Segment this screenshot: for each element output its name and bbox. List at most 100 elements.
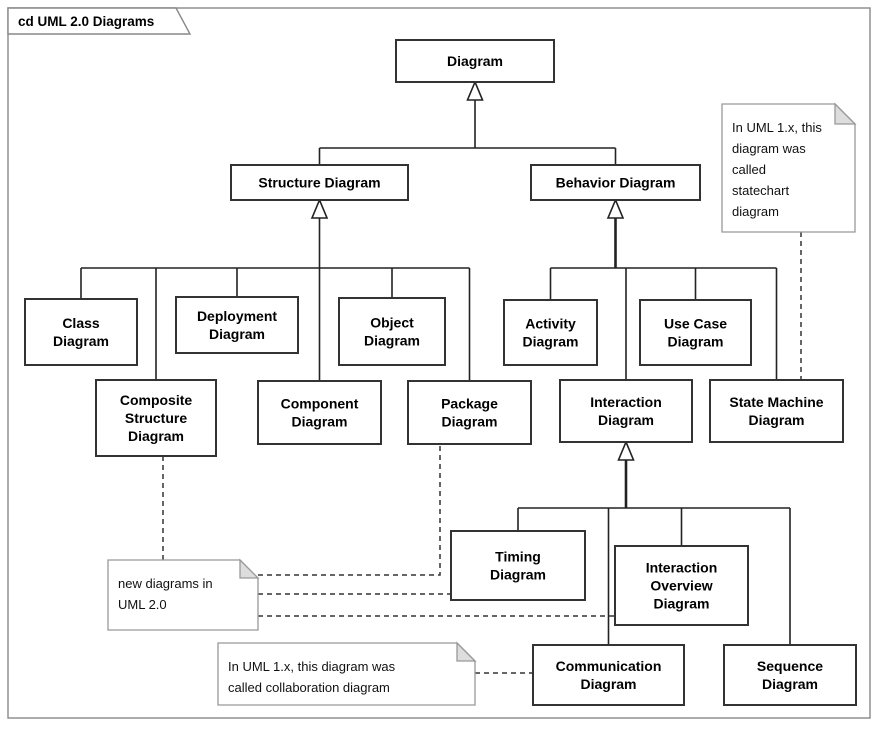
notes: In UML 1.x, this diagram was called statech… [107,102,857,706]
class-box-behavior[interactable] [530,164,701,201]
class-node-structure[interactable]: Structure Diagram [230,164,409,201]
class-label-overview: Overview [650,578,712,594]
class-label-statemachine: State Machine [729,394,823,410]
class-label-overview: Interaction [646,560,718,576]
generalization-arrowhead [310,197,329,219]
note-statechart-line: diagram was [732,141,806,156]
class-label-composite: Structure [125,410,187,426]
generalization-connectors [80,79,791,645]
class-box-diagram[interactable] [395,39,555,83]
class-node-diagram[interactable]: Diagram [395,39,555,83]
class-label-interaction: Interaction [590,394,662,410]
note-new-uml2-line: new diagrams in [118,576,213,591]
class-box-class[interactable] [24,298,138,366]
class-box-composite[interactable] [95,379,217,457]
note-collaboration-line: called collaboration diagram [228,680,390,695]
note-collaboration-fold-corner [456,641,477,662]
note-statechart-line: statechart [732,183,789,198]
class-label-structure: Structure Diagram [258,175,380,191]
class-label-communication: Communication [556,658,662,674]
generalization-arrowhead [617,439,635,461]
note-new-uml2-fold-corner [239,558,260,579]
class-box-usecase[interactable] [639,299,752,366]
class-box-communication[interactable] [532,644,685,706]
class-label-statemachine: Diagram [748,412,804,428]
note-new-uml2-line: UML 2.0 [118,597,167,612]
class-label-diagram: Diagram [447,53,503,69]
class-label-composite: Composite [120,392,193,408]
class-label-activity: Activity [525,316,576,332]
class-label-sequence: Sequence [757,658,823,674]
class-box-package[interactable] [407,380,532,445]
class-box-interaction[interactable] [559,379,693,443]
note-statechart-line: In UML 1.x, this [732,120,822,135]
frame-title-tab [7,7,192,35]
class-box-timing[interactable] [450,530,586,601]
note-statechart-fold-corner [834,102,857,125]
class-label-component: Component [281,396,359,412]
class-box-component[interactable] [257,380,382,445]
class-box-activity[interactable] [503,299,598,366]
class-label-timing: Timing [495,549,541,565]
note-new-uml2-body[interactable] [107,559,259,631]
frame-border [7,7,871,719]
class-label-usecase: Diagram [667,334,723,350]
class-label-activity: Diagram [522,334,578,350]
class-label-object: Diagram [364,333,420,349]
class-box-deployment[interactable] [175,296,299,354]
class-label-communication: Diagram [580,676,636,692]
class-label-class: Diagram [53,333,109,349]
link-new-package [258,444,441,576]
class-box-overview[interactable] [614,545,749,626]
class-label-component: Diagram [291,414,347,430]
generalization-interaction [517,439,791,645]
class-label-object: Object [370,315,414,331]
class-label-deployment: Diagram [209,326,265,342]
generalization-arrowhead [466,79,484,101]
class-label-class: Class [62,315,100,331]
note-statechart-line: diagram [732,204,779,219]
note-statechart-line: called [732,162,766,177]
class-box-sequence[interactable] [723,644,857,706]
diagram-frame: cd UML 2.0 Diagrams [7,7,871,719]
note-statechart[interactable]: In UML 1.x, this diagram was called statech… [721,102,857,233]
class-node-behavior[interactable]: Behavior Diagram [530,164,701,201]
generalization-behavior [549,197,778,380]
frame-title-text: cd UML 2.0 Diagrams [18,14,154,29]
class-label-composite: Diagram [128,428,184,444]
class-label-package: Diagram [441,414,497,430]
class-box-object[interactable] [338,297,446,366]
class-label-behavior: Behavior Diagram [556,175,676,191]
class-label-sequence: Diagram [762,676,818,692]
note-statechart-body[interactable] [721,103,856,233]
class-box-statemachine[interactable] [709,379,844,443]
class-label-package: Package [441,396,498,412]
class-label-usecase: Use Case [664,316,727,332]
class-label-interaction: Diagram [598,412,654,428]
note-collaboration-body[interactable] [217,642,476,706]
class-label-timing: Diagram [490,567,546,583]
note-new-uml2[interactable]: new diagrams in UML 2.0 [107,558,260,631]
generalization-structure [80,197,471,381]
generalization-arrowhead [606,197,625,219]
class-box-structure[interactable] [230,164,409,201]
generalization-diagram [318,79,617,165]
